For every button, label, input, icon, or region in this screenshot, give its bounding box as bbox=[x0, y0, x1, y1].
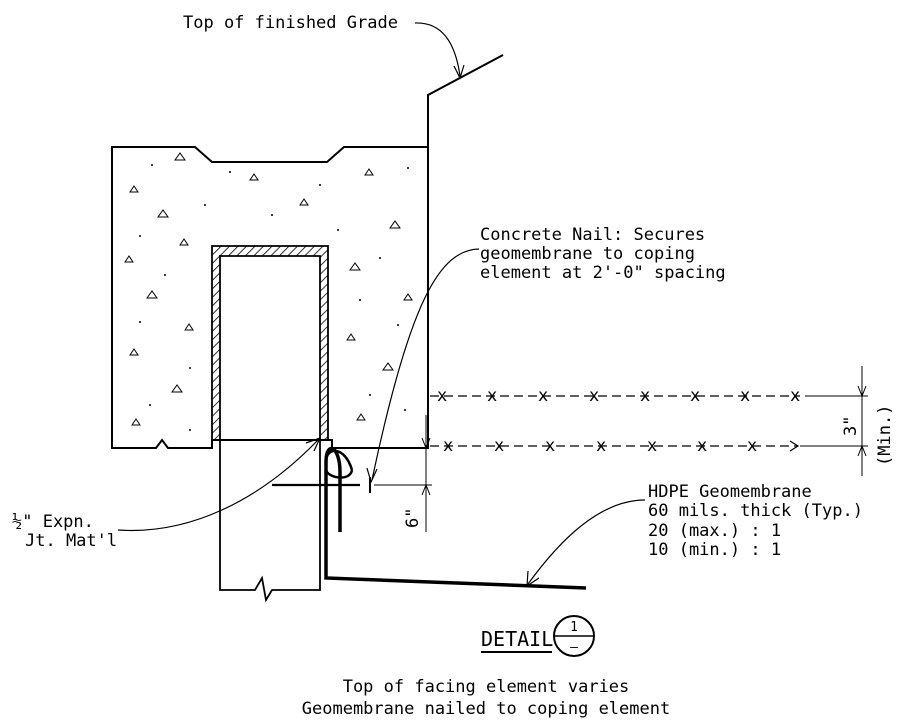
dim-3-arrow-bottom bbox=[857, 444, 867, 457]
label-hdpe-4: 10 (min.) : 1 bbox=[648, 540, 781, 560]
svg-text:x: x bbox=[545, 436, 555, 456]
svg-text:x: x bbox=[494, 436, 504, 456]
caption-line-1: Top of facing element varies bbox=[343, 677, 630, 697]
dim-6-arrow-top bbox=[421, 437, 431, 450]
label-nail-1: Concrete Nail: Secures bbox=[480, 225, 705, 245]
svg-text:x: x bbox=[589, 386, 599, 406]
svg-text:x: x bbox=[697, 436, 707, 456]
leader-top-grade bbox=[414, 22, 461, 77]
geogrid-lower-arrow bbox=[789, 440, 800, 452]
label-nail-3: element at 2'-0" spacing bbox=[480, 263, 726, 283]
facing-element bbox=[219, 440, 321, 603]
svg-text:x: x bbox=[690, 386, 700, 406]
detail-number: 1 bbox=[570, 620, 578, 635]
svg-text:x: x bbox=[740, 386, 750, 406]
concrete-aggregate-texture bbox=[124, 152, 413, 426]
leader-expansion-joint-arrow bbox=[305, 436, 322, 452]
label-hdpe-3: 20 (max.) : 1 bbox=[648, 521, 781, 541]
label-expn-2: Jt. Mat'l bbox=[25, 531, 117, 551]
caption-line-2: Geomembrane nailed to coping element bbox=[302, 699, 670, 719]
concrete-dots bbox=[139, 164, 409, 431]
svg-text:x: x bbox=[437, 386, 447, 406]
dim-3-label: 3" bbox=[841, 416, 861, 436]
svg-text:x: x bbox=[790, 386, 800, 406]
dim-min-label: (Min.) bbox=[875, 405, 895, 466]
label-hdpe-1: HDPE Geomembrane bbox=[648, 482, 812, 502]
svg-text:x: x bbox=[747, 436, 757, 456]
label-expn-1: ½" Expn. bbox=[12, 512, 94, 532]
geomembrane-liner bbox=[324, 446, 587, 590]
dim-3-arrow-top bbox=[857, 385, 867, 398]
leader-top-grade-arrow bbox=[453, 64, 465, 80]
leader-concrete-nail bbox=[371, 248, 480, 481]
leader-hdpe-arrow bbox=[526, 570, 540, 588]
leader-hdpe bbox=[527, 499, 646, 585]
svg-text:x: x bbox=[538, 386, 548, 406]
svg-text:x: x bbox=[443, 436, 453, 456]
label-nail-2: geomembrane to coping bbox=[480, 244, 695, 264]
leader-concrete-nail-arrow bbox=[366, 467, 378, 484]
svg-text:x: x bbox=[640, 386, 650, 406]
dim-6-label: 6" bbox=[403, 508, 423, 528]
expansion-joint-hatch bbox=[211, 245, 329, 441]
geomembrane-hook-inner bbox=[324, 449, 354, 479]
leader-expansion-joint bbox=[117, 439, 319, 532]
svg-text:x: x bbox=[596, 436, 606, 456]
detail-sheet: – bbox=[570, 640, 578, 655]
svg-text:x: x bbox=[487, 386, 497, 406]
detail-title: DETAIL bbox=[481, 627, 553, 651]
label-hdpe-2: 60 mils. thick (Typ.) bbox=[648, 501, 863, 521]
svg-text:x: x bbox=[647, 436, 657, 456]
finished-grade-line bbox=[427, 54, 504, 147]
label-top-grade: Top of finished Grade bbox=[183, 13, 398, 33]
coping-block-outline bbox=[111, 146, 429, 449]
